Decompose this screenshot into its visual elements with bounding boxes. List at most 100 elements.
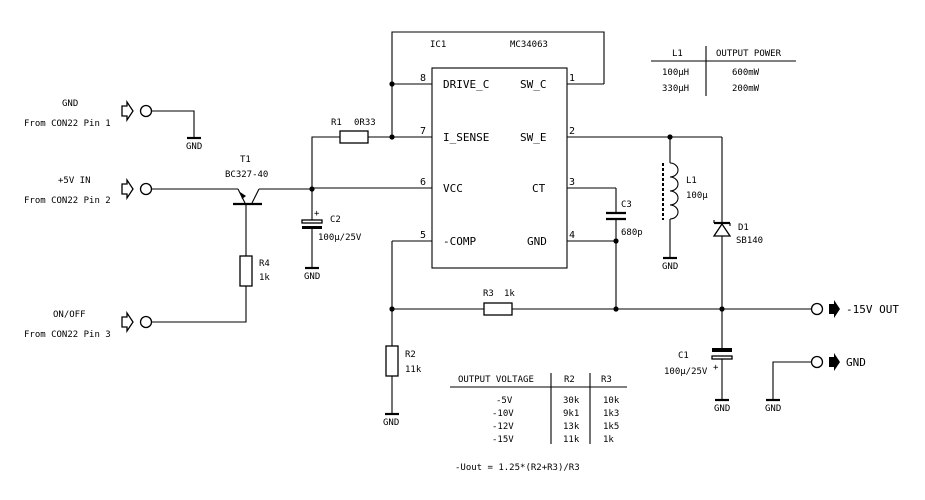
pin1-name: SW_C [520,78,547,91]
output-arrow-icon [829,353,840,371]
c1: GND + C1 100µ/25V [664,348,733,414]
pin2-name: SW_E [520,131,547,144]
gnd-label: GND [304,272,320,282]
d1-ref: D1 [738,223,749,233]
input-gnd-source: From CON22 Pin 1 [24,119,111,129]
d1-value: SB140 [736,236,763,246]
voltage-table-cell: 13k [563,422,580,432]
r4-body [239,255,253,287]
gnd-label: GND [186,142,202,152]
voltage-table-header-r2: R2 [564,375,575,385]
power-table-cell: 100µH [662,68,689,78]
pin3-name: CT [532,182,546,195]
pin3-number: 3 [569,177,575,188]
feedback: R3 1k GND R2 11k [383,241,811,428]
c2: GND + C2 100µ/25V [301,186,362,282]
ic1-body [431,67,568,269]
ic1-ref: IC1 [430,40,446,50]
l1-coil [669,162,679,220]
r2-value: 11k [405,365,422,375]
t1-emitter-arrow-icon [240,192,246,199]
voltage-table-cell: 1k [603,435,614,445]
voltage-table-header-voltage: OUTPUT VOLTAGE [458,375,534,385]
wire-gnd-out [772,361,811,400]
d1: D1 SB140 [712,137,763,348]
c1-ref: C1 [678,351,689,361]
connector-terminal [810,302,824,316]
pin6-number: 6 [420,177,426,188]
pin1-number: 1 [569,73,575,84]
c3: C3 680p [606,188,643,309]
connector-terminal [139,182,153,196]
l1-value: 100µ [686,191,708,201]
c1-value: 100µ/25V [664,367,708,377]
gnd-label: GND [714,404,730,414]
junction [613,238,619,244]
r4-ref: R4 [259,259,270,269]
d1-schottky-hooks [713,220,731,226]
junction [389,81,395,87]
input-arrow-icon [121,177,134,201]
output-arrow-icon [829,300,840,318]
pin8-name: DRIVE_C [443,78,489,91]
r2-ref: R2 [405,350,416,360]
r3-value: 1k [504,289,515,299]
gnd-label: GND [662,262,678,272]
voltage-table-cell: 1k3 [603,409,619,419]
power-table-cell: 200mW [732,84,760,94]
t1-ref: T1 [240,155,251,165]
c2-plate-positive [301,219,323,224]
c1-plus: + [713,363,719,373]
pin7-name: I_SENSE [443,131,489,144]
r3-body [483,302,513,316]
output-vout: -15V OUT [810,300,899,318]
wire-onoff [152,286,247,323]
voltage-table-cell: -5V [496,396,513,406]
pin7-number: 7 [420,126,426,137]
input-vin-label: +5V IN [58,176,91,186]
pin6-name: VCC [443,182,463,195]
d1-triangle [712,222,732,237]
ic1: IC1 MC34063 8 7 6 5 DRIVE_C I_SENSE VCC … [312,40,722,269]
input-onoff-label: ON/OFF [53,310,86,320]
voltage-table-cell: 9k1 [563,409,579,419]
gnd-label: GND [765,404,781,414]
r3-ref: R3 [483,289,494,299]
wire-drive-sw [391,31,605,84]
pin4-number: 4 [569,230,575,241]
c3-value: 680p [621,228,643,238]
formula: -Uout = 1.25*(R2+R3)/R3 [455,463,580,473]
r4: R4 1k [239,255,270,287]
t1-collector [251,188,260,204]
output-gnd-label: GND [846,356,866,369]
pin5-name: -COMP [443,235,476,248]
output-gnd: GND GND [765,353,866,414]
junction [613,306,619,312]
c2-plate-negative [302,226,322,229]
t1: T1 BC327-40 [225,155,312,256]
input-arrow-icon [121,99,134,123]
c1-plate-positive [711,355,733,360]
voltage-table-header-r3: R3 [601,375,612,385]
input-vin-source: From CON22 Pin 2 [24,196,111,206]
r1-ref: R1 [331,118,342,128]
connector-terminal [139,104,153,118]
l1-ref: L1 [686,176,697,186]
input-vin: +5V IN From CON22 Pin 2 [24,176,238,206]
wire-gnd-in [152,110,195,138]
t1-value: BC327-40 [225,170,268,180]
pin5-number: 5 [420,230,426,241]
c1-plate-negative [712,348,732,352]
output-vout-label: -15V OUT [846,303,899,316]
input-onoff-source: From CON22 Pin 3 [24,330,111,340]
pin8-number: 8 [420,73,426,84]
pin2-number: 2 [569,126,575,137]
power-table-cell: 600mW [732,68,760,78]
r1: R1 0R33 [311,118,392,188]
c2-ref: C2 [330,215,341,225]
voltage-table-cell: 1k5 [603,422,619,432]
wire-r1 [311,136,340,188]
c3-ref: C3 [621,200,632,210]
r4-value: 1k [259,273,270,283]
